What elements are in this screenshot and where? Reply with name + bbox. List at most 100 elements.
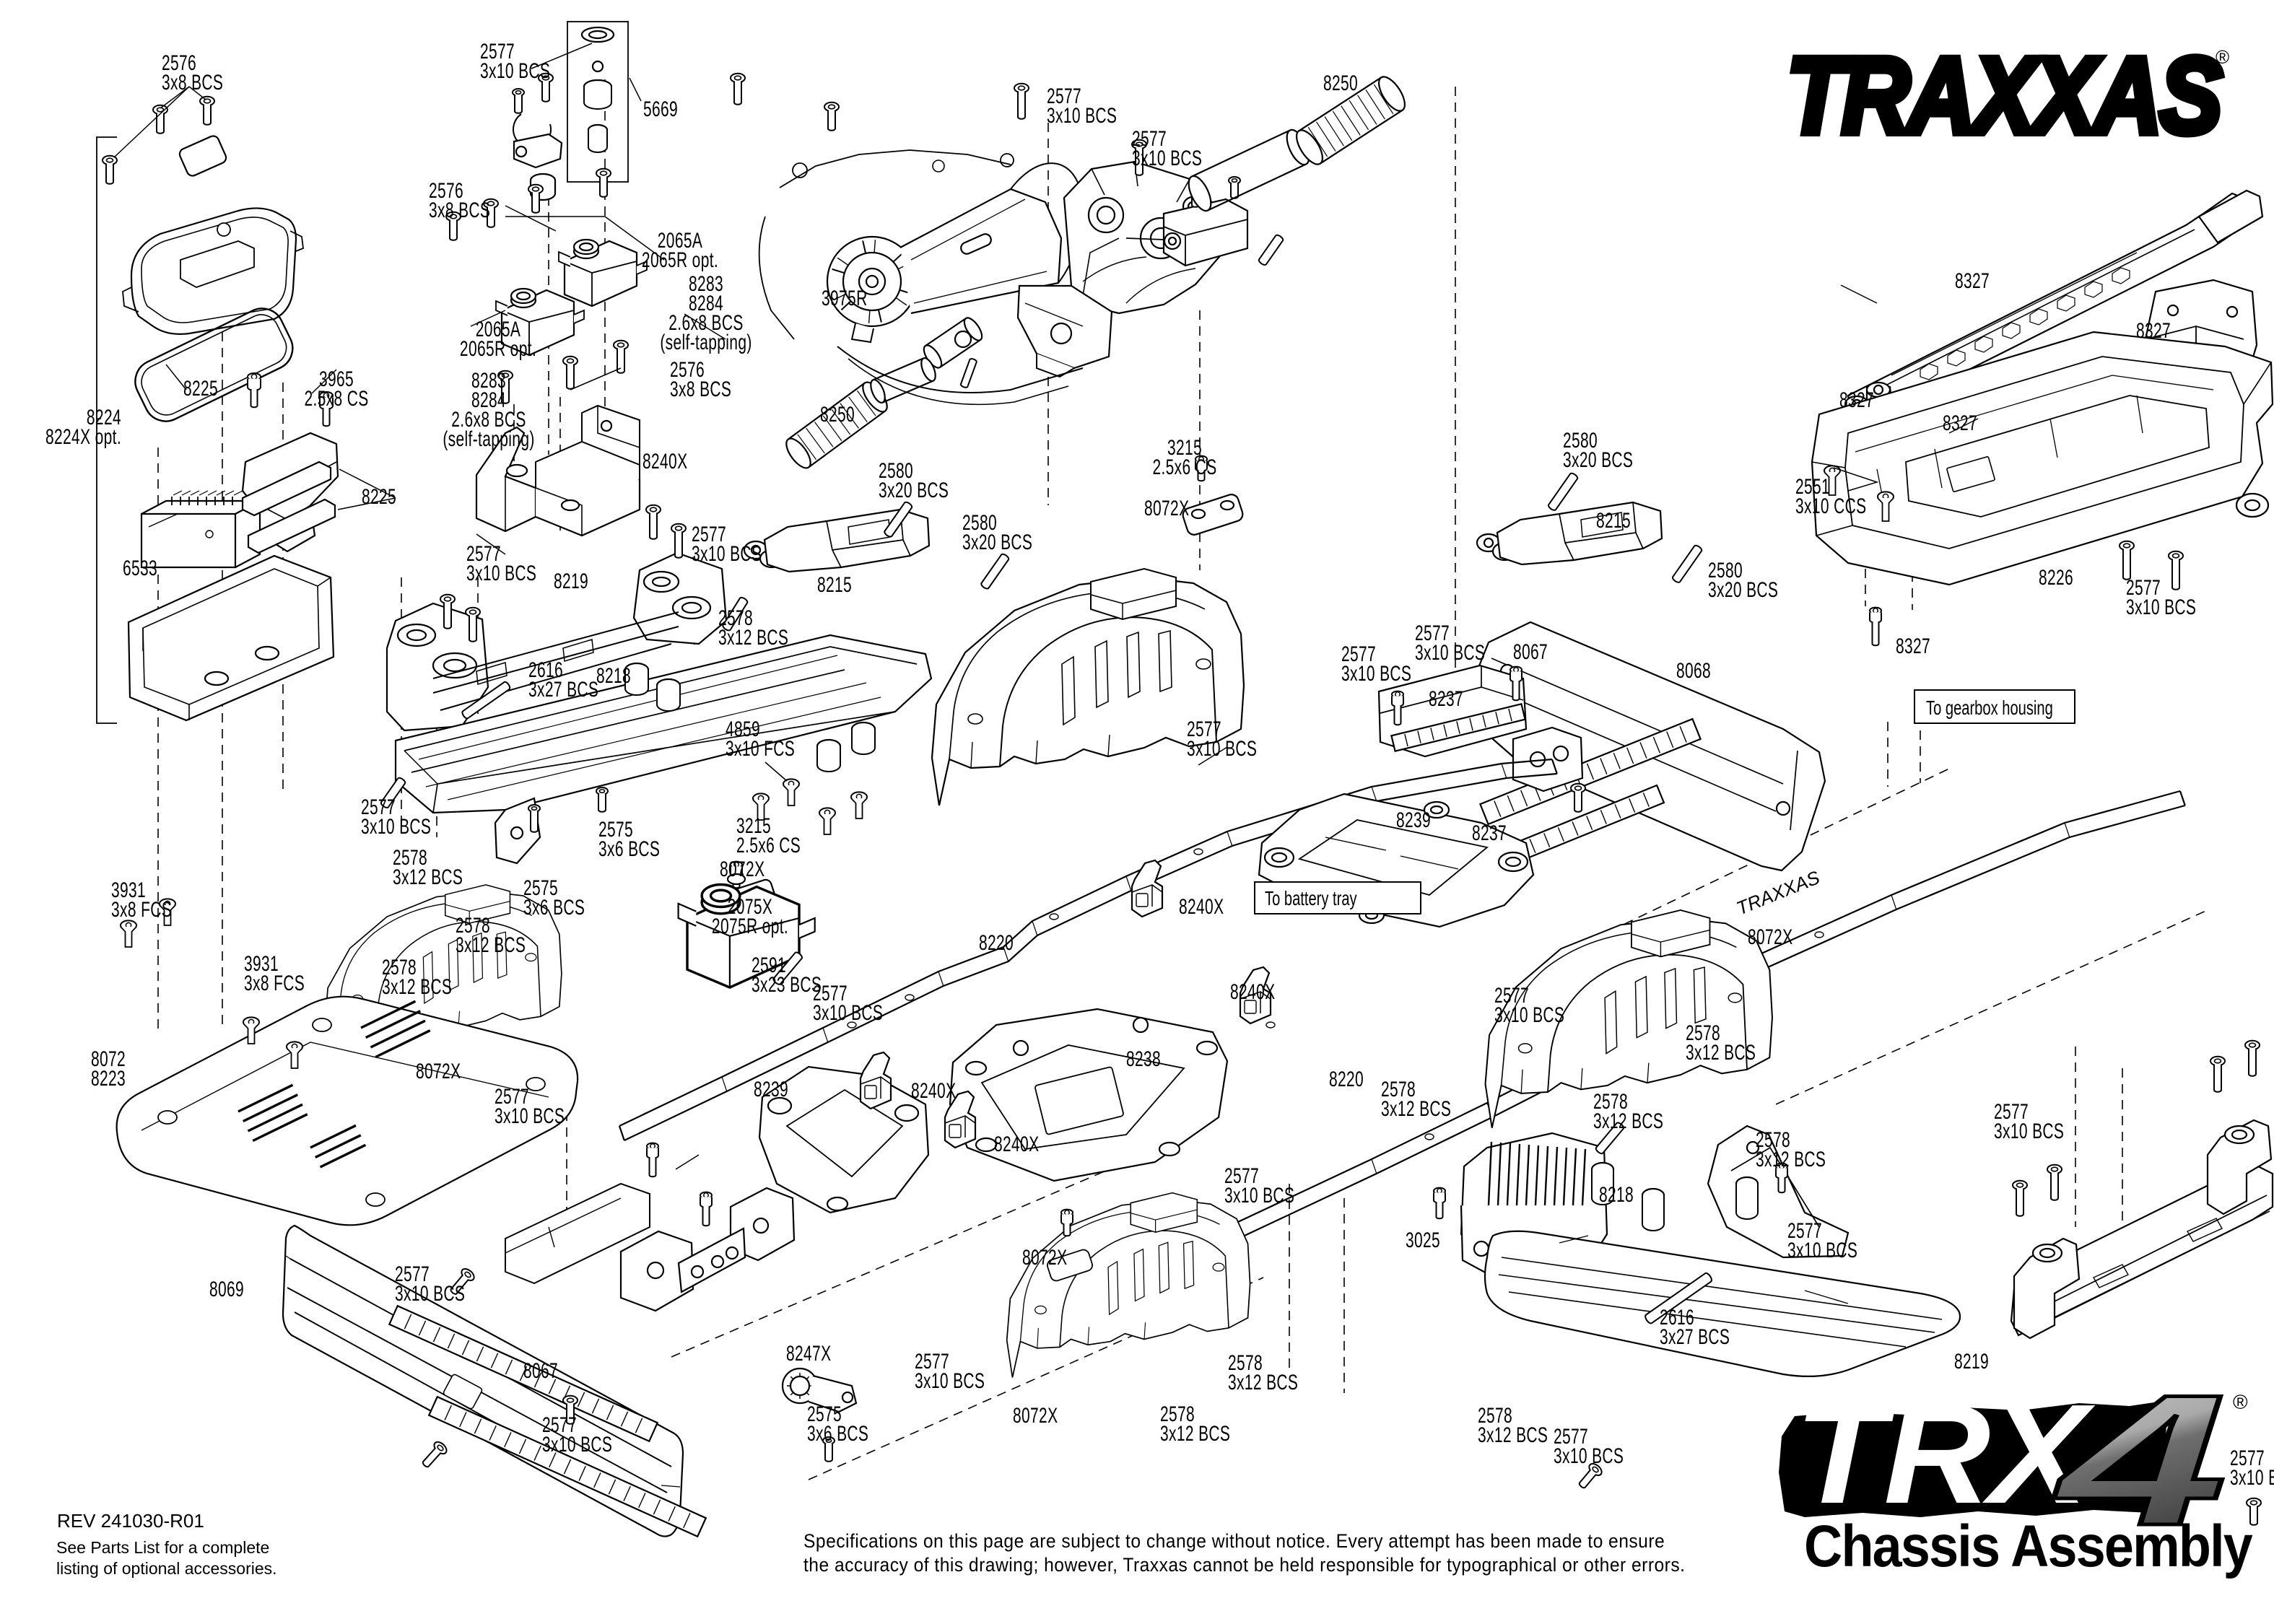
svg-text:To battery tray: To battery tray [1265, 888, 1357, 910]
svg-text:8283: 8283 [689, 273, 723, 296]
svg-text:3025: 3025 [1406, 1229, 1440, 1252]
svg-text:2551: 2551 [1795, 476, 1830, 499]
svg-text:3x8 BCS: 3x8 BCS [429, 199, 490, 222]
svg-text:8072X: 8072X [1013, 1405, 1058, 1428]
svg-text:2616: 2616 [1660, 1306, 1694, 1330]
svg-text:3x6 BCS: 3x6 BCS [807, 1423, 868, 1446]
svg-text:3x10 BCS: 3x10 BCS [1415, 642, 1485, 665]
svg-text:2577: 2577 [1187, 718, 1221, 741]
svg-text:2580: 2580 [962, 512, 997, 535]
svg-text:2577: 2577 [1994, 1101, 2029, 1124]
svg-text:8215: 8215 [817, 574, 852, 597]
svg-text:4859: 4859 [726, 718, 760, 741]
svg-text:2577: 2577 [480, 40, 515, 64]
svg-text:2575: 2575 [598, 818, 633, 842]
svg-text:3x10 BCS: 3x10 BCS [813, 1002, 883, 1025]
svg-text:8072X: 8072X [1022, 1247, 1067, 1270]
svg-text:3x6 BCS: 3x6 BCS [598, 838, 660, 861]
svg-text:2578: 2578 [1756, 1129, 1790, 1152]
svg-text:2577: 2577 [2126, 577, 2161, 600]
svg-text:2578: 2578 [718, 607, 753, 630]
svg-text:3x10 BCS: 3x10 BCS [915, 1370, 985, 1393]
svg-text:2.6x8 BCS: 2.6x8 BCS [668, 312, 743, 335]
svg-text:8240X: 8240X [642, 450, 687, 473]
svg-text:3x12 BCS: 3x12 BCS [1686, 1042, 1756, 1065]
svg-text:2580: 2580 [1708, 559, 1743, 582]
svg-text:3x12 BCS: 3x12 BCS [718, 627, 788, 650]
svg-text:2578: 2578 [1478, 1405, 1512, 1428]
svg-text:3x10 BCS: 3x10 BCS [1554, 1445, 1624, 1468]
svg-text:2575: 2575 [523, 877, 558, 900]
svg-text:2577: 2577 [466, 543, 501, 566]
svg-text:8283: 8283 [471, 370, 506, 393]
svg-text:2.5x8 CS: 2.5x8 CS [304, 388, 368, 411]
svg-text:TRX: TRX [1795, 1375, 2096, 1533]
svg-text:8239: 8239 [754, 1078, 788, 1101]
svg-text:REV 241030-R01: REV 241030-R01 [57, 1510, 204, 1532]
svg-text:8224X opt.: 8224X opt. [45, 426, 121, 449]
svg-text:8218: 8218 [1599, 1184, 1634, 1207]
svg-text:8237: 8237 [1472, 822, 1507, 845]
svg-text:8327: 8327 [1955, 270, 1990, 293]
svg-text:3x23 BCS: 3x23 BCS [752, 974, 822, 997]
svg-text:TRAXXAS: TRAXXAS [1787, 35, 2222, 156]
svg-text:8237: 8237 [1429, 688, 1463, 711]
svg-text:2.5x6 CS: 2.5x6 CS [1152, 456, 1216, 479]
svg-text:8327: 8327 [1896, 635, 1930, 658]
svg-text:2075R opt.: 2075R opt. [712, 915, 788, 938]
svg-text:2578: 2578 [1228, 1352, 1263, 1375]
svg-text:3x10 BCS: 3x10 BCS [1994, 1120, 2064, 1143]
svg-text:®: ® [2216, 46, 2229, 68]
svg-text:3x10 BCS: 3x10 BCS [2230, 1467, 2274, 1490]
svg-text:3x12 BCS: 3x12 BCS [1160, 1423, 1230, 1446]
svg-text:3x20 BCS: 3x20 BCS [1563, 449, 1633, 472]
svg-text:2577: 2577 [2230, 1447, 2265, 1470]
svg-text:3x10 BCS: 3x10 BCS [395, 1283, 465, 1306]
svg-text:2575: 2575 [807, 1403, 842, 1426]
svg-text:®: ® [2233, 1391, 2248, 1413]
svg-text:3975R: 3975R [822, 287, 868, 310]
svg-text:8067: 8067 [523, 1360, 558, 1383]
svg-text:3215: 3215 [1167, 437, 1202, 460]
svg-text:3x10 BCS: 3x10 BCS [1187, 738, 1257, 761]
svg-text:8220: 8220 [979, 932, 1014, 955]
svg-text:3x10 BCS: 3x10 BCS [480, 60, 550, 83]
svg-text:2578: 2578 [1593, 1091, 1628, 1114]
svg-text:8226: 8226 [2039, 567, 2073, 590]
svg-text:3x10 BCS: 3x10 BCS [542, 1433, 612, 1457]
svg-text:8327: 8327 [1943, 412, 1977, 435]
svg-text:2.6x8 BCS: 2.6x8 BCS [451, 409, 526, 432]
svg-text:3x27 BCS: 3x27 BCS [1660, 1326, 1730, 1349]
svg-text:2577: 2577 [542, 1414, 577, 1437]
svg-text:3x6 BCS: 3x6 BCS [523, 896, 585, 920]
svg-text:3965: 3965 [319, 368, 354, 391]
svg-text:3x8 BCS: 3x8 BCS [162, 71, 223, 95]
svg-text:3x12 BCS: 3x12 BCS [456, 934, 526, 957]
svg-text:2577: 2577 [1415, 622, 1450, 645]
svg-text:3x10 BCS: 3x10 BCS [2126, 596, 2196, 619]
svg-text:3x12 BCS: 3x12 BCS [1381, 1098, 1451, 1121]
svg-text:3x10 BCS: 3x10 BCS [692, 543, 762, 566]
svg-text:3x12 BCS: 3x12 BCS [1593, 1110, 1663, 1133]
svg-text:2616: 2616 [528, 659, 563, 682]
svg-text:3x10 FCS: 3x10 FCS [726, 738, 795, 761]
svg-text:3931: 3931 [244, 953, 279, 976]
svg-text:2577: 2577 [692, 523, 726, 546]
svg-text:8239: 8239 [1396, 809, 1431, 832]
svg-text:8284: 8284 [689, 292, 723, 315]
svg-text:3x20 BCS: 3x20 BCS [1708, 579, 1778, 602]
svg-text:8284: 8284 [471, 389, 506, 412]
svg-text:3x10 BCS: 3x10 BCS [1132, 147, 1202, 170]
svg-text:the accuracy of this drawing;: the accuracy of this drawing; however, T… [803, 1555, 1685, 1576]
svg-text:2075X: 2075X [728, 896, 772, 919]
svg-text:3x10 BCS: 3x10 BCS [1047, 105, 1117, 128]
svg-text:8240X: 8240X [994, 1133, 1039, 1156]
svg-text:2578: 2578 [456, 914, 490, 938]
svg-text:8327: 8327 [2136, 320, 2171, 343]
svg-text:2578: 2578 [1381, 1078, 1416, 1101]
svg-text:3x10 BCS: 3x10 BCS [1341, 663, 1411, 686]
svg-text:8072X: 8072X [1748, 926, 1792, 949]
svg-text:2578: 2578 [1160, 1403, 1195, 1426]
svg-text:2591: 2591 [752, 954, 786, 977]
svg-text:2576: 2576 [670, 359, 705, 382]
